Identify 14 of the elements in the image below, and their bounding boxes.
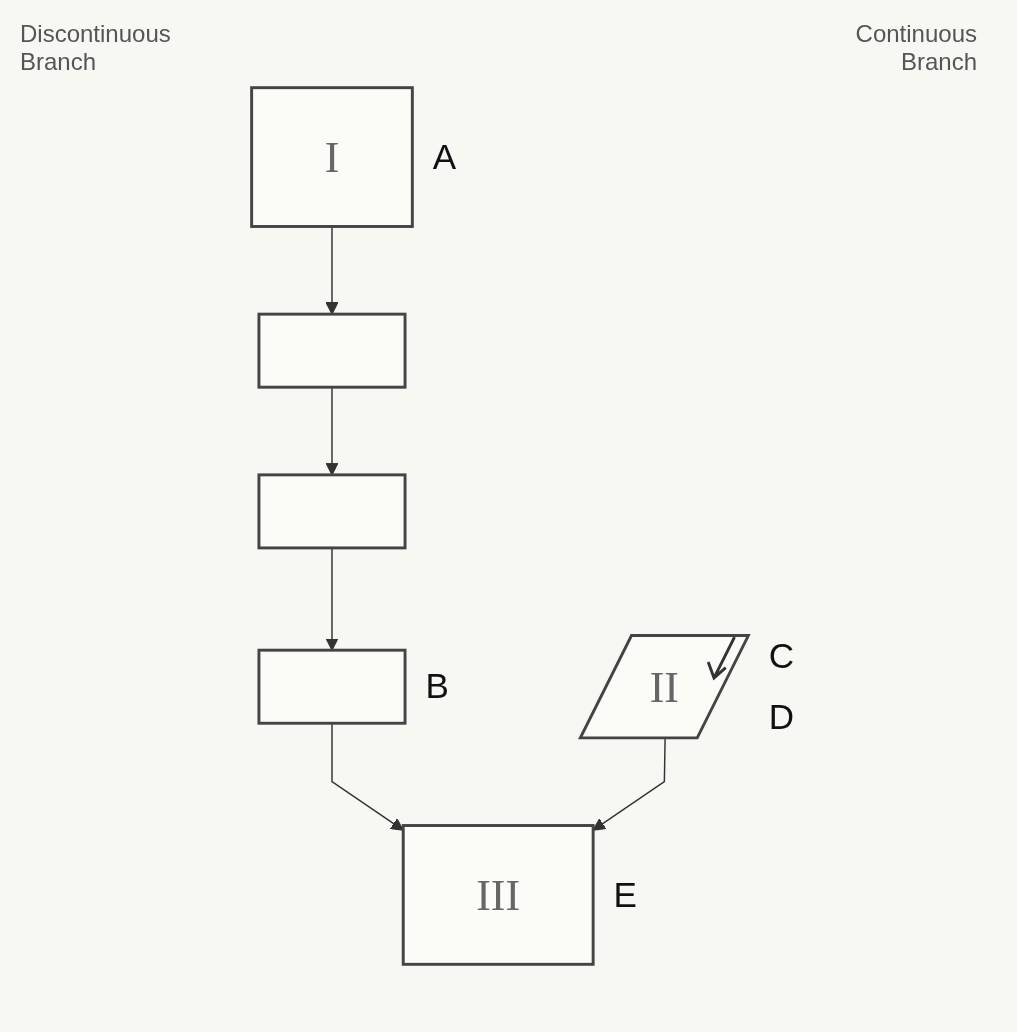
node-box — [257, 312, 407, 389]
arrow — [325, 547, 339, 651]
node-letter: C — [768, 635, 795, 675]
node-letter: A — [432, 136, 457, 176]
node-letter: E — [613, 874, 637, 914]
node-box: I — [250, 86, 414, 228]
branch-heading: Discontinuous Branch — [20, 20, 172, 76]
node-box — [257, 648, 407, 725]
arrow — [592, 737, 666, 831]
node-box — [257, 473, 407, 550]
node-letter: D — [768, 697, 795, 737]
branch-heading: Continuous Branch — [854, 20, 977, 76]
node-box: III — [401, 824, 595, 966]
node-letter: B — [425, 666, 449, 706]
